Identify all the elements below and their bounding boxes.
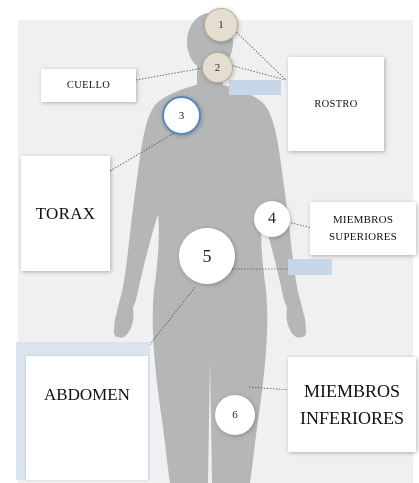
- label-box-miembros-inferiores: MIEMBROS INFERIORES: [288, 357, 416, 452]
- label-box-abdomen: [26, 356, 148, 480]
- connector-miembros-superiores: [288, 222, 312, 228]
- label-box-cuello: CUELLO: [41, 69, 136, 102]
- marker-2: 2: [202, 52, 233, 83]
- marker-6-number: 6: [232, 409, 238, 421]
- label-box-miembros-superiores: MIEMBROS SUPERIORES: [310, 202, 416, 255]
- label-box-torax: TORAX: [21, 156, 110, 271]
- label-miembros-inferiores-line1: MIEMBROS: [304, 378, 400, 405]
- marker-5: 5: [179, 228, 235, 284]
- marker-4-number: 4: [268, 210, 276, 228]
- label-cuello: CUELLO: [67, 80, 110, 91]
- rostro-label-bar: [229, 80, 281, 95]
- label-miembros-inferiores-line2: INFERIORES: [300, 405, 404, 432]
- label-miembros-superiores-line1: MIEMBROS: [333, 212, 393, 229]
- marker-3: 3: [162, 96, 201, 135]
- marker-2-number: 2: [215, 62, 221, 74]
- connector-rostro-b: [230, 65, 286, 80]
- label-rostro: ROSTRO: [314, 99, 357, 110]
- label-box-rostro: ROSTRO: [288, 57, 384, 151]
- label-miembros-superiores-line2: SUPERIORES: [329, 229, 397, 246]
- connector-rostro-a: [230, 26, 286, 80]
- label-torax: TORAX: [36, 204, 96, 224]
- label-abdomen: ABDOMEN: [26, 385, 148, 405]
- marker-6: 6: [215, 395, 255, 435]
- marker-1-number: 1: [218, 19, 224, 31]
- marker-3-number: 3: [179, 110, 185, 122]
- marker-4: 4: [254, 201, 290, 237]
- miembros-superiores-label-bar: [288, 259, 332, 275]
- marker-5-number: 5: [203, 246, 212, 267]
- connector-cuello: [136, 68, 203, 80]
- marker-1: 1: [204, 8, 238, 42]
